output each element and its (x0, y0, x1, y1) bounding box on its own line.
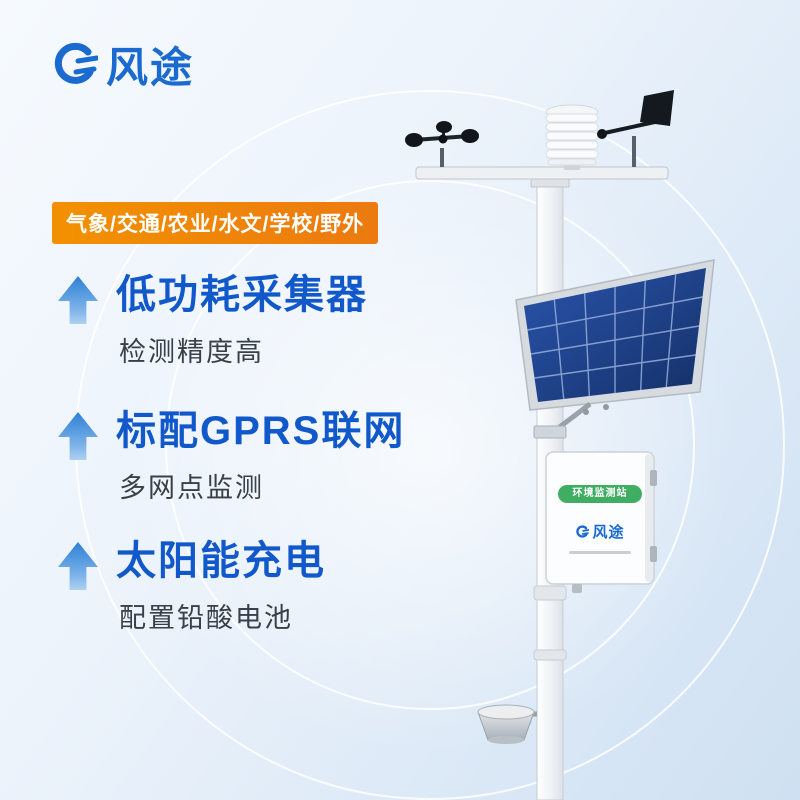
enclosure-brand-logo: 风途 (546, 521, 654, 542)
up-arrow-icon (58, 276, 98, 324)
mounting-pole (533, 169, 567, 800)
feature-title: 太阳能充电 (116, 539, 326, 583)
feature-subtitle: 检测精度高 (119, 337, 264, 367)
enclosure-fine-print-line (569, 551, 631, 554)
solar-panel (515, 259, 715, 439)
brand-logo-icon (576, 524, 590, 538)
rain-sensor (477, 704, 537, 744)
up-arrow-icon (58, 542, 98, 590)
up-arrow-icon (58, 412, 98, 460)
radiation-shield (545, 104, 599, 170)
brand-name: 风途 (106, 44, 195, 91)
brand-logo: 风途 (50, 34, 194, 95)
decorative-ring-inner (165, 180, 695, 710)
application-tag: 气象/交通/农业/水文/学校/野外 (52, 202, 379, 244)
brand-logo-icon (54, 42, 98, 84)
feature-title: 标配GPRS联网 (116, 409, 406, 453)
sensor-crossarm (415, 166, 669, 188)
feature-item-3: 太阳能充电 配置铅酸电池 (58, 538, 326, 635)
feature-subtitle: 配置铅酸电池 (119, 603, 293, 633)
feature-item-1: 低功耗采集器 检测精度高 (58, 272, 368, 369)
feature-item-2: 标配GPRS联网 多网点监测 (58, 408, 405, 505)
feature-subtitle: 多网点监测 (119, 473, 264, 503)
enclosure-brand-name: 风途 (592, 524, 625, 541)
cup-anemometer (405, 121, 479, 167)
wind-vane (597, 90, 674, 167)
feature-title: 低功耗采集器 (116, 273, 368, 317)
enclosure-label-badge: 环境监测站 (558, 485, 642, 503)
